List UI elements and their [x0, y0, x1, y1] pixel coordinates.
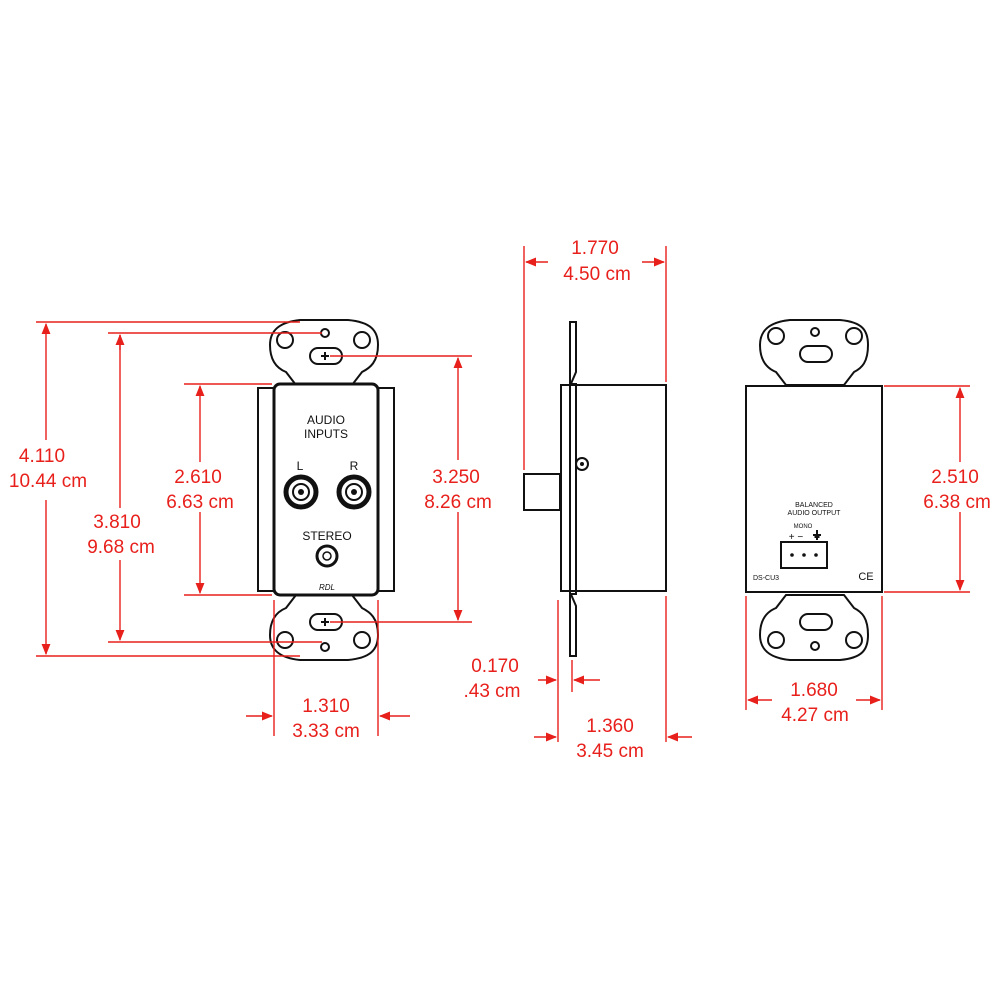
dim-1310-cm: 3.33 cm	[292, 721, 360, 742]
dim-2510-in: 2.510	[931, 467, 979, 488]
right-rca-jack	[336, 474, 372, 510]
front-bottom-screw	[320, 642, 330, 652]
front-plate	[272, 382, 380, 597]
side-view	[523, 321, 667, 657]
dim-1360-in: 1.360	[586, 716, 634, 737]
front-bottom-ear	[268, 594, 380, 661]
left-rca-jack	[283, 474, 319, 510]
back-view: BALANCED AUDIO OUTPUT MONO + − DS-CU3 CE	[745, 319, 883, 661]
panel-audio-label: AUDIO	[307, 413, 345, 427]
side-screw	[575, 457, 589, 471]
back-model-label: DS-CU3	[753, 575, 779, 582]
dim-4110-cm: 10.44 cm	[9, 471, 87, 492]
front-bottom-ear-hole-left	[276, 631, 294, 649]
side-flange	[569, 321, 577, 387]
side-body	[560, 384, 667, 592]
terminal-block	[780, 541, 828, 569]
dim-3810-cm: 9.68 cm	[87, 537, 155, 558]
dim-1310-in: 1.310	[302, 696, 350, 717]
dim-2610-cm: 6.63 cm	[166, 492, 234, 513]
ground-icon	[813, 530, 821, 540]
panel-right-label: R	[350, 459, 359, 473]
dim-2610-in: 2.610	[174, 467, 222, 488]
panel-inputs-label: INPUTS	[304, 427, 348, 441]
stereo-mini-jack	[315, 544, 339, 568]
panel-stereo-label: STEREO	[302, 529, 351, 543]
back-top-ear	[758, 319, 870, 386]
dim-3250-in: 3.250	[432, 467, 480, 488]
dim-3250-cm: 8.26 cm	[424, 492, 492, 513]
back-label-audio-output: AUDIO OUTPUT	[788, 510, 842, 517]
front-bottom-ear-hole-right	[353, 631, 371, 649]
back-label-mono: MONO	[794, 524, 813, 530]
front-top-ear-hole-left	[276, 331, 294, 349]
side-knob	[523, 473, 561, 511]
dim-4110-in: 4.110	[19, 446, 65, 467]
dim-1360-cm: 3.45 cm	[576, 741, 644, 762]
dim-1680-cm: 4.27 cm	[781, 705, 849, 726]
dim-0170-in: 0.170	[471, 656, 519, 677]
dim-1770-in: 1.770	[571, 238, 619, 259]
panel-brand-label: RDL	[319, 583, 335, 592]
dim-2510-cm: 6.38 cm	[923, 492, 991, 513]
front-top-ear-hole-right	[353, 331, 371, 349]
back-dimensions	[745, 385, 970, 710]
dim-1770-cm: 4.50 cm	[563, 264, 631, 285]
front-view: AUDIO INPUTS L R STEREO RDL	[257, 319, 395, 661]
front-dimensions	[36, 321, 472, 736]
side-dimensions	[523, 246, 692, 742]
back-bottom-ear	[758, 594, 870, 661]
back-terminal-symbols: + −	[789, 532, 804, 543]
panel-left-label: L	[297, 459, 304, 473]
dim-1680-in: 1.680	[790, 680, 838, 701]
ce-mark: CE	[858, 571, 873, 583]
dim-0170-cm: .43 cm	[463, 681, 520, 702]
dim-3810-in: 3.810	[93, 512, 141, 533]
back-label-balanced: BALANCED	[795, 502, 833, 509]
